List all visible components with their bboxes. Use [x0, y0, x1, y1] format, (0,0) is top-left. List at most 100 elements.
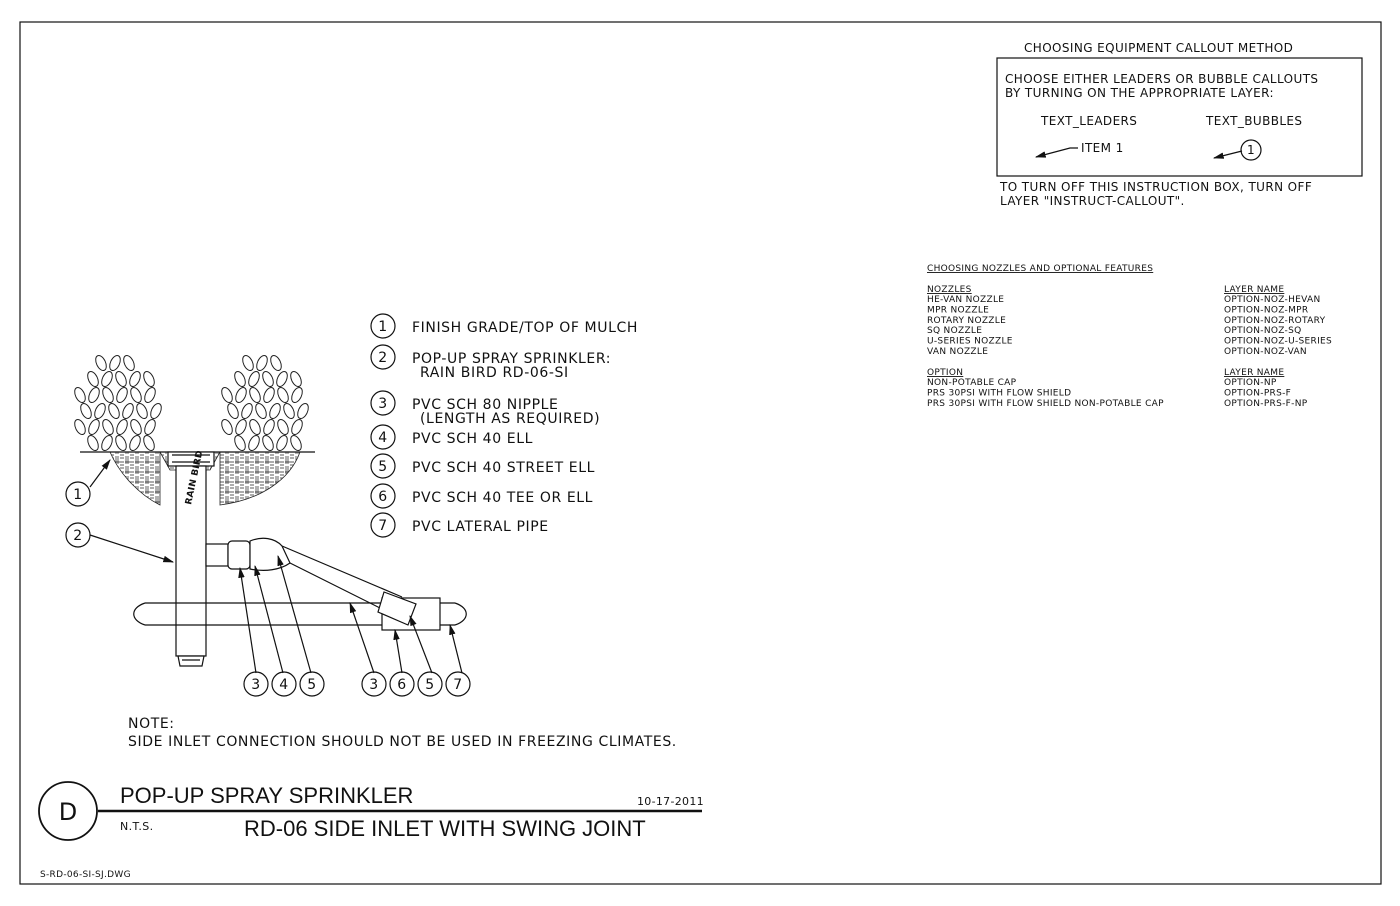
nozzle-name: SQ NOZZLE [927, 326, 982, 336]
leaf-shape [116, 419, 128, 435]
leaf-shape [227, 403, 239, 419]
leaf-shape [150, 403, 162, 419]
callout-number: 3 [251, 677, 261, 693]
sheet-border [19, 21, 1382, 885]
nozzle-name: ROTARY NOZZLE [927, 316, 1006, 326]
legend-text: PVC LATERAL PIPE [412, 519, 549, 535]
callout-number: 4 [279, 677, 289, 693]
nozzles-heading: CHOOSING NOZZLES AND OPTIONAL FEATURES [927, 264, 1153, 274]
legend-bubble-5 [370, 453, 396, 479]
leaf-shape [248, 435, 260, 451]
nozzle-name: HE-VAN NOZZLE [927, 295, 1004, 305]
lateral-pipe-end-left [133, 602, 146, 626]
leader-7 [449, 623, 463, 674]
leaf-shape [249, 419, 261, 435]
sch80-nipple [205, 543, 229, 567]
leaf-shape [235, 387, 247, 403]
leaf-shape [235, 419, 247, 435]
nozzle-layer: OPTION-NOZ-SQ [1224, 326, 1302, 336]
callout-number-1: 1 [73, 487, 83, 503]
nozzle-name: MPR NOZZLE [927, 305, 989, 315]
instruction-heading: CHOOSING EQUIPMENT CALLOUT METHOD [1024, 41, 1293, 55]
sprinkler-body [175, 465, 207, 657]
leaf-shape [234, 435, 246, 451]
legend-text: POP-UP SPRAY SPRINKLER: [412, 351, 611, 367]
nozzle-layer: OPTION-NOZ-HEVAN [1224, 295, 1321, 305]
callout-bubble [445, 671, 471, 697]
callout-number: 7 [453, 677, 463, 693]
leader-5a [277, 554, 312, 674]
leaf-shape [115, 371, 127, 387]
callout-number-2: 2 [73, 528, 83, 544]
leaf-shape [277, 419, 289, 435]
legend-bubble-7 [370, 512, 396, 538]
leaf-shape [248, 371, 260, 387]
leaf-shape [276, 371, 288, 387]
option-layer: OPTION-PRS-F [1224, 388, 1291, 398]
legend-bubble-4 [370, 424, 396, 450]
note-text: SIDE INLET CONNECTION SHOULD NOT BE USED… [128, 734, 677, 750]
bubble-example-number: 1 [1247, 143, 1255, 157]
leaf-shape [269, 403, 281, 419]
instruction-section: CHOOSING EQUIPMENT CALLOUT METHOD CHOOSE… [996, 41, 1363, 208]
instruction-line-1: CHOOSE EITHER LEADERS OR BUBBLE CALLOUTS [1005, 72, 1318, 86]
legend-bubble-3 [370, 390, 396, 416]
leaf-shape [88, 419, 100, 435]
leader-3b [349, 601, 375, 674]
leaf-shape [95, 355, 107, 371]
detail-letter-circle [38, 781, 98, 841]
option-name: PRS 30PSI WITH FLOW SHIELD NON-POTABLE C… [927, 399, 1164, 409]
detail-date: 10-17-2011 [637, 795, 704, 808]
pvc-ell [227, 540, 251, 570]
leaf-shape [123, 355, 135, 371]
options-col1-header: OPTION [927, 368, 963, 378]
leader-example-arrow [1034, 147, 1078, 158]
soil-left [109, 451, 161, 506]
leader-4 [254, 564, 284, 674]
leaf-shape [129, 371, 141, 387]
legend-text: PVC SCH 80 NIPPLE [412, 397, 558, 413]
nozzles-col1-header: NOZZLES [927, 285, 972, 295]
leaf-shape [256, 355, 268, 371]
sprinkler-inlet [177, 655, 205, 667]
leaf-shape [262, 371, 274, 387]
note-label: NOTE: [128, 716, 175, 732]
option-layer: OPTION-NP [1224, 378, 1277, 388]
callout-number: 5 [307, 677, 317, 693]
callout-bubble [389, 671, 415, 697]
leaf-shape [129, 435, 141, 451]
leaf-shape [241, 403, 253, 419]
leaf-shape [109, 355, 121, 371]
soil-right [219, 451, 301, 506]
nozzle-layer: OPTION-NOZ-MPR [1224, 305, 1308, 315]
file-name: S-RD-06-SI-SJ.DWG [40, 870, 131, 880]
callout-number: 5 [425, 677, 435, 693]
swing-pipe [281, 545, 403, 615]
leaf-shape [291, 387, 303, 403]
legend-text: PVC SCH 40 ELL [412, 431, 533, 447]
nozzle-rows: HE-VAN NOZZLE OPTION-NOZ-HEVAN MPR NOZZLE O… [927, 295, 1332, 357]
option-layer: OPTION-PRS-F-NP [1224, 399, 1308, 409]
bubble-example-circle [1240, 139, 1262, 161]
shrub-right [221, 355, 309, 451]
legend-number: 5 [378, 459, 388, 475]
leaf-shape [122, 403, 134, 419]
leaf-shape [221, 387, 233, 403]
legend-number: 1 [378, 319, 388, 335]
leaf-shape [74, 387, 86, 403]
leaf-shape [144, 419, 156, 435]
leaf-shape [87, 371, 99, 387]
nozzle-layer: OPTION-NOZ-U-SERIES [1224, 337, 1332, 347]
leaf-shape [263, 387, 275, 403]
leaf-shape [290, 435, 302, 451]
nozzle-name: U-SERIES NOZZLE [927, 337, 1013, 347]
legend-number: 3 [378, 396, 388, 412]
leaf-shape [108, 403, 120, 419]
street-ell-lower [377, 591, 417, 626]
legend-bubble-1 [370, 313, 396, 339]
callout-bubble [243, 671, 269, 697]
legend-text: PVC SCH 40 TEE OR ELL [412, 490, 593, 506]
leaf-shape [290, 371, 302, 387]
